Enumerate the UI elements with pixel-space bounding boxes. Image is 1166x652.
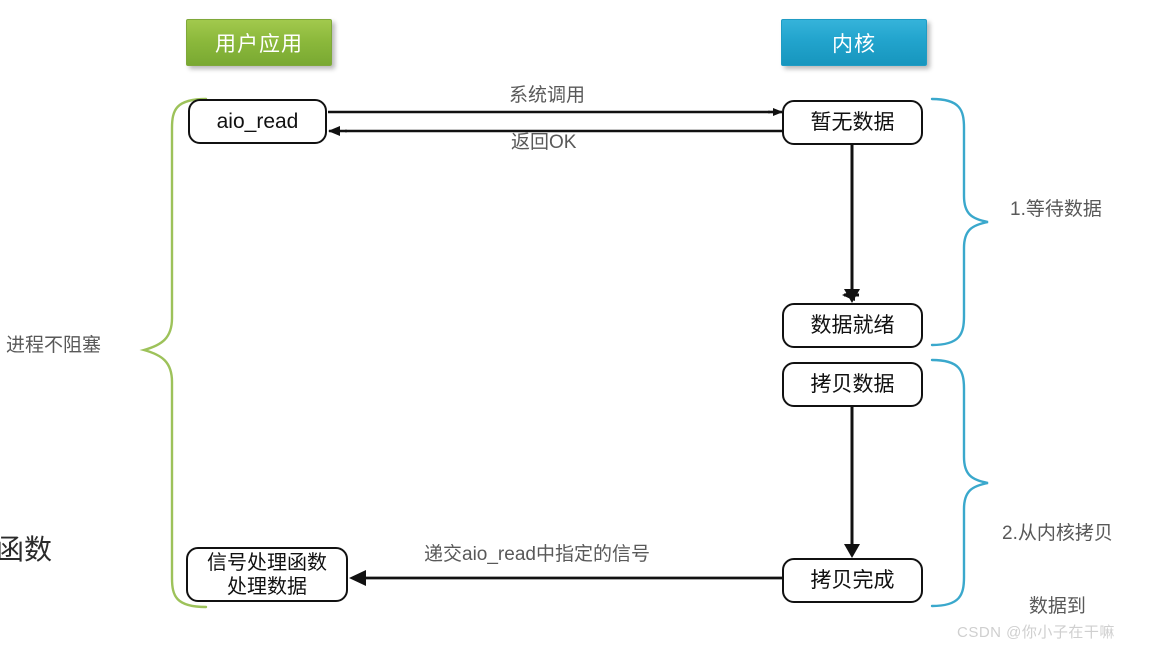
arrow-no-data-to-ready [842,145,860,303]
label-return-ok: 返回OK [511,132,577,153]
label-copy-to-user-line2: 数据到 [1028,595,1086,617]
box-signal-handler-line1: 信号处理函数 [207,551,327,574]
brace-process-non-blocking [139,97,208,609]
watermark: CSDN @你小子在干嘛 [957,624,1115,641]
label-left-cut-text: 函数 [0,534,53,565]
box-no-data: 暂无数据 [782,100,923,145]
brace-copy-to-user [930,358,989,608]
box-aio-read-label: aio_read [216,109,299,133]
label-wait-data: 1.等待数据 [1010,199,1102,220]
box-aio-read: aio_read [188,99,327,144]
box-copying-data-label: 拷贝数据 [810,372,895,396]
label-deliver-signal: 递交aio_read中指定的信号 [424,544,650,565]
box-signal-handler: 信号处理函数 处理数据 [186,547,348,602]
header-kernel-label: 内核 [832,32,876,56]
box-copy-done: 拷贝完成 [782,558,923,603]
box-copying-data: 拷贝数据 [782,362,923,407]
header-user-application: 用户应用 [186,19,332,66]
box-no-data-label: 暂无数据 [810,110,895,134]
arrow-deliver-signal [349,570,782,586]
brace-wait-data [930,97,989,347]
label-copy-to-user: 2.从内核拷贝 数据到 用户空间 [1002,473,1113,652]
box-signal-handler-line2: 处理数据 [227,575,307,598]
box-copy-done-label: 拷贝完成 [810,568,895,592]
box-data-ready: 数据就绪 [782,303,923,348]
label-copy-to-user-line1: 2.从内核拷贝 [1002,522,1113,544]
header-user-application-label: 用户应用 [215,32,303,56]
box-data-ready-label: 数据就绪 [810,313,895,337]
header-kernel: 内核 [781,19,927,66]
label-process-non-blocking: 进程不阻塞 [6,335,102,356]
label-syscall: 系统调用 [509,85,586,106]
arrow-copying-to-done [844,407,860,558]
